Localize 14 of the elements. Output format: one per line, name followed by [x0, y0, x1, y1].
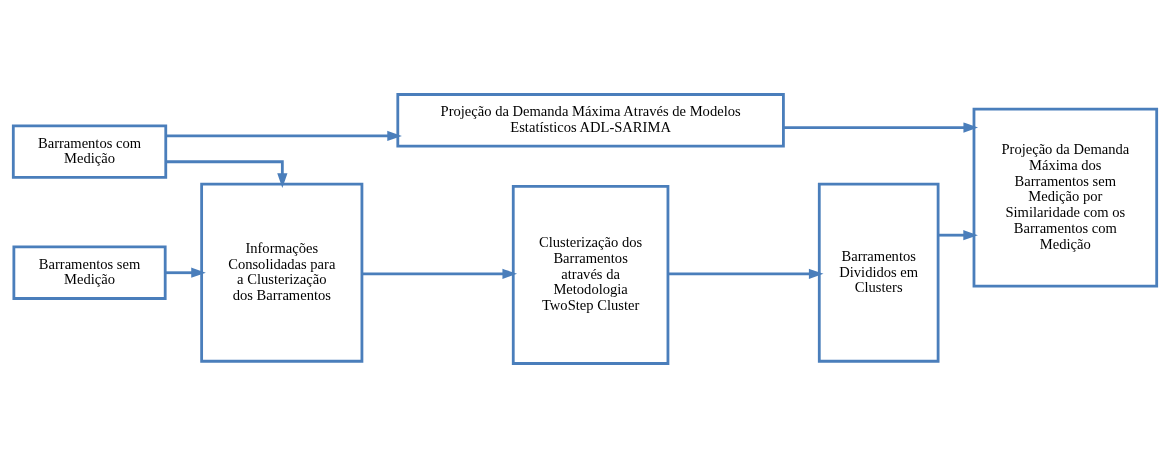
node-box: Barramentos com Medição — [11, 123, 168, 179]
node-box: Informações Consolidadas para a Clusterização dos Barramentos — [200, 182, 364, 363]
arrow — [938, 229, 978, 240]
arrow — [362, 268, 518, 279]
node-box: Projeção da Demanda Máxima dos Barramentos sem Medição por Similaridade com os Barramentos com Medição — [972, 107, 1159, 288]
arrow — [166, 130, 402, 141]
arrow — [165, 267, 206, 278]
node-box: Barramentos sem Medição — [12, 245, 167, 300]
node-box: Barramentos Divididos em Clusters — [817, 182, 940, 363]
node-box: Clusterização dos Barramentos através da Metodologia TwoStep Cluster — [511, 184, 670, 365]
arrow — [668, 268, 824, 279]
node-box: Projeção da Demanda Máxima Através de Modelos Estatísticos ADL-SARIMA — [396, 92, 785, 147]
arrow — [166, 159, 288, 188]
arrow — [783, 121, 979, 133]
